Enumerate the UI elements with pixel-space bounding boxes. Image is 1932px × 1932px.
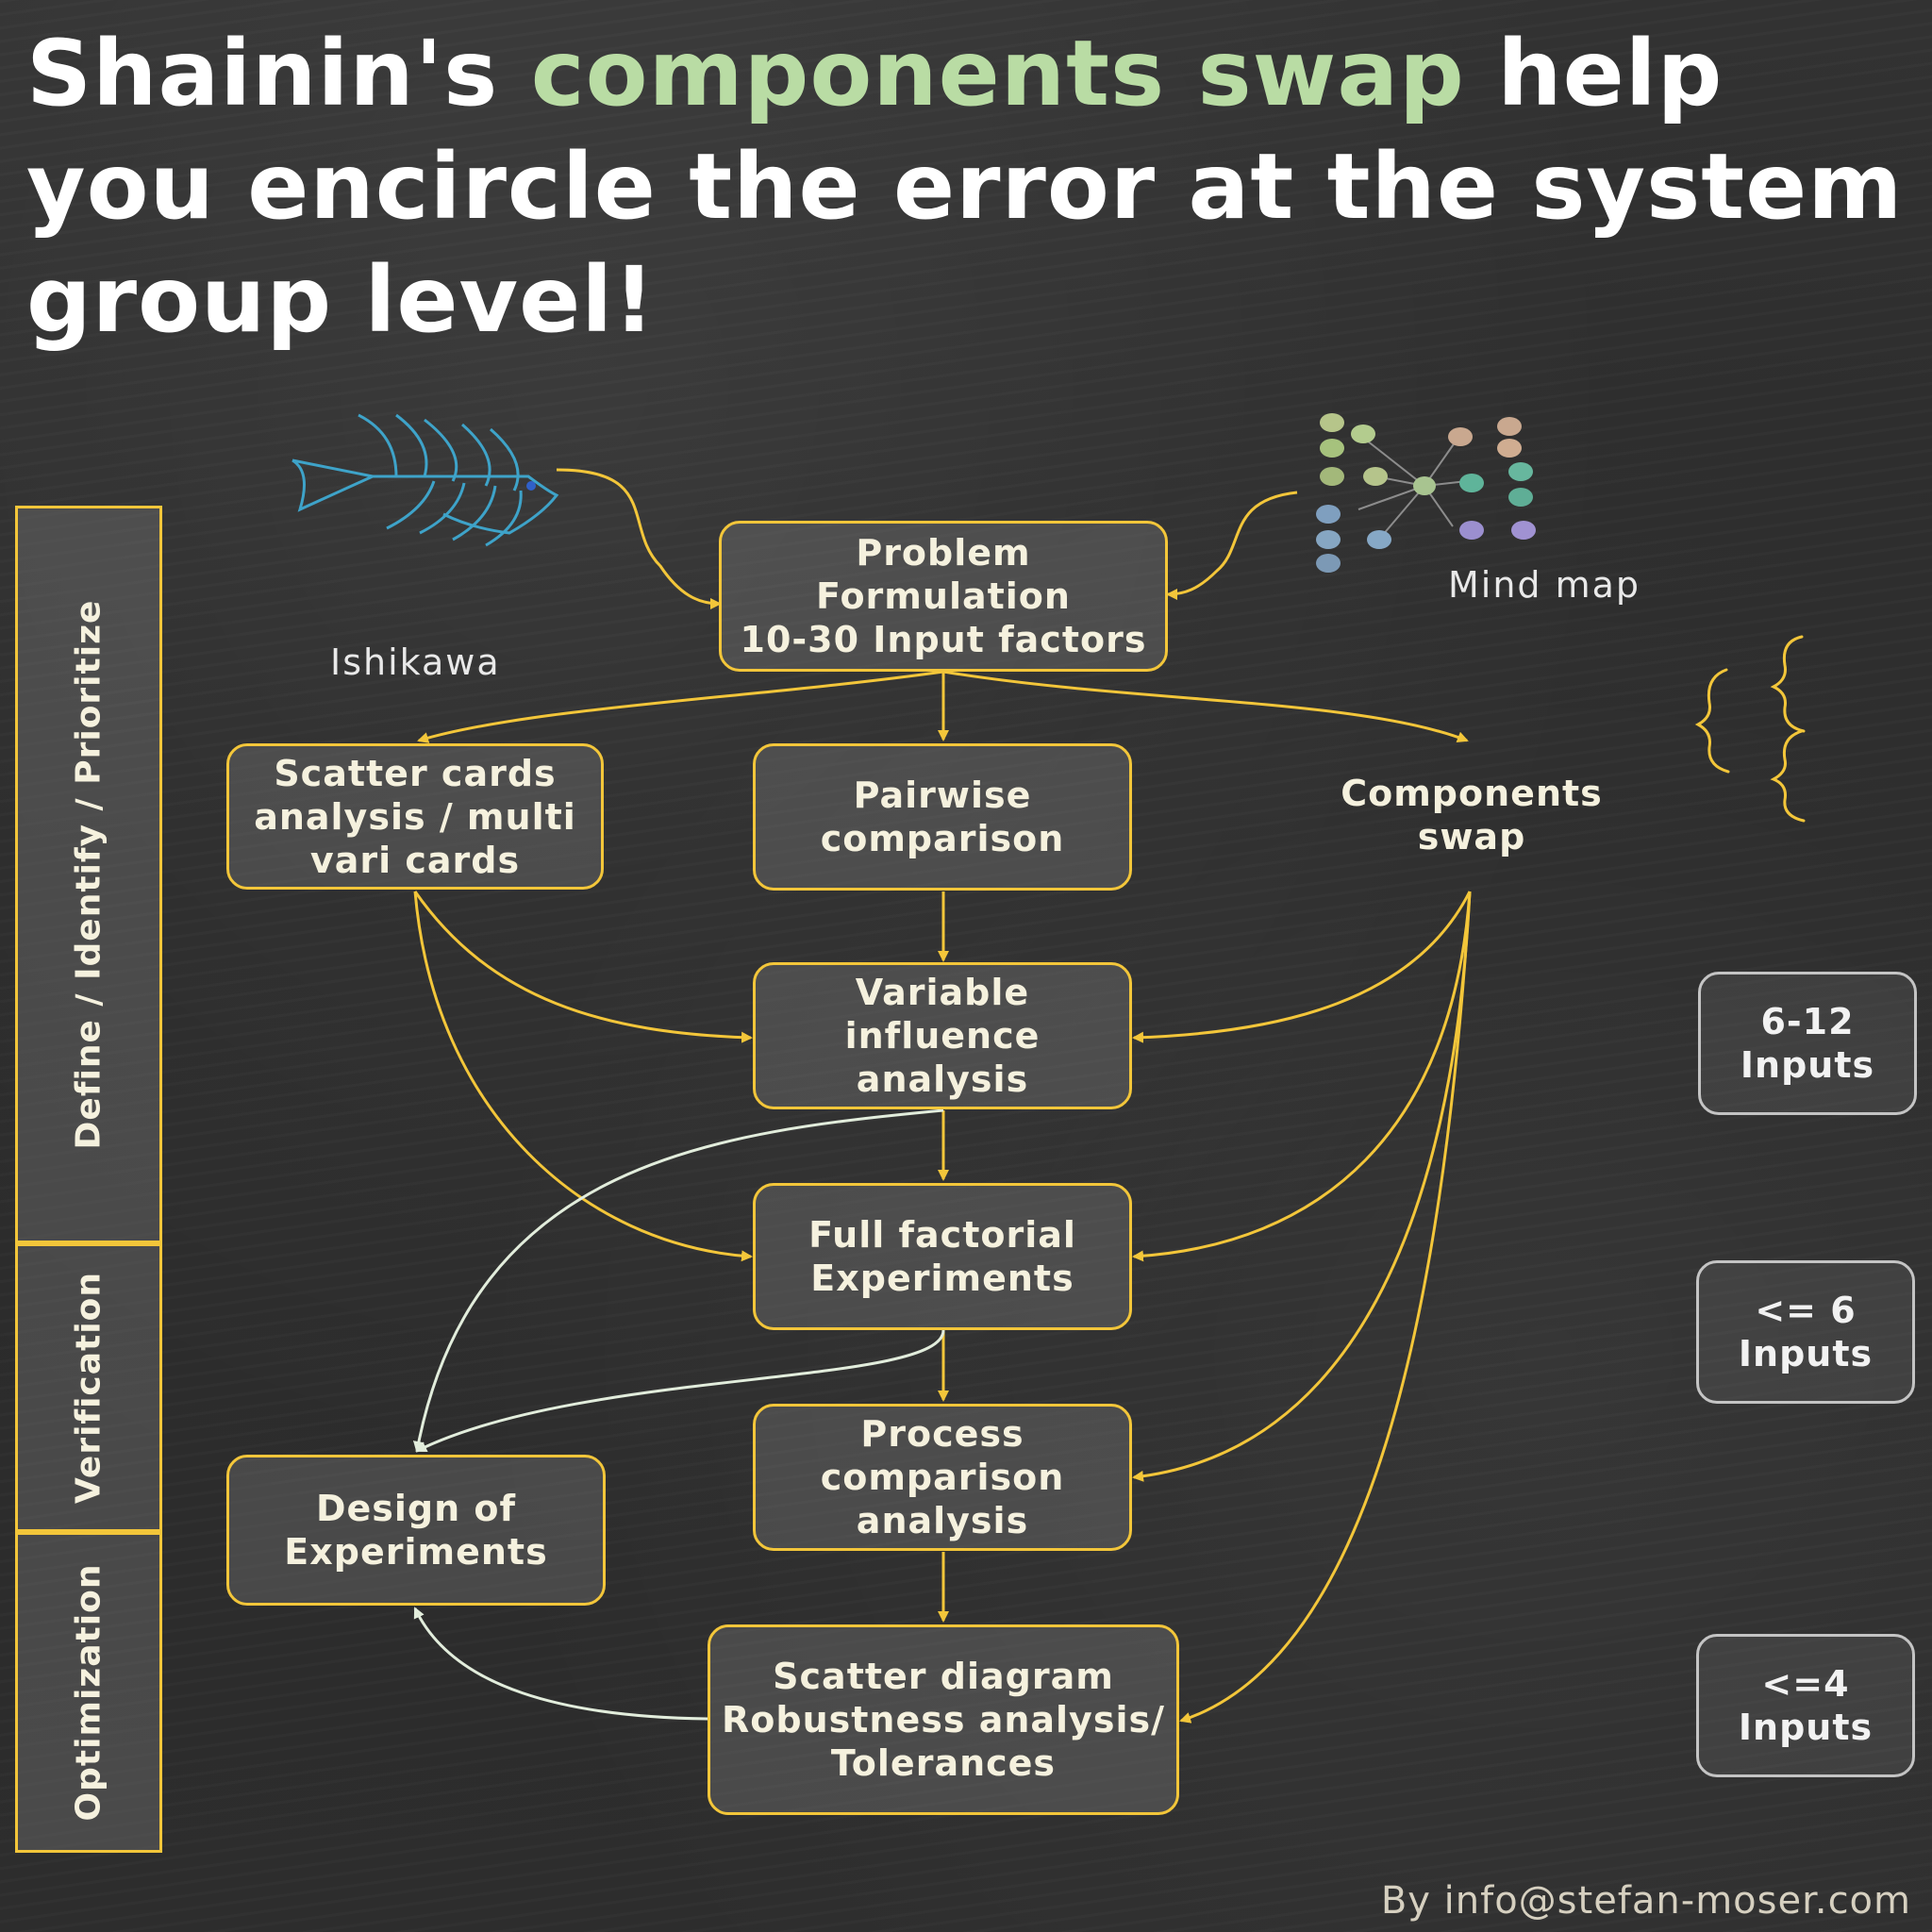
node-process-line-2: comparison bbox=[821, 1456, 1065, 1499]
node-problem-line-3: 10-30 Input factors bbox=[741, 618, 1147, 661]
node-problem-line-2: Formulation bbox=[741, 575, 1147, 618]
node-scatter-cards-line-2: analysis / multi bbox=[254, 795, 576, 839]
inputs-box-le-4: <=4 Inputs bbox=[1696, 1634, 1915, 1777]
node-scatter-cards-line-3: vari cards bbox=[254, 839, 576, 882]
node-full-factorial-line-1: Full factorial bbox=[808, 1213, 1076, 1257]
node-components-swap-line-2: swap bbox=[1321, 815, 1623, 858]
node-problem-line-1: Problem bbox=[741, 531, 1147, 575]
node-design-of-experiments: Design of Experiments bbox=[226, 1455, 606, 1606]
arrow-ishikawa-to-problem bbox=[557, 470, 720, 604]
node-full-factorial-line-2: Experiments bbox=[808, 1257, 1076, 1300]
mindmap-icon bbox=[1316, 413, 1536, 573]
inputs-box-6-12-line-2: Inputs bbox=[1740, 1043, 1874, 1087]
inputs-box-6-12-line-1: 6-12 bbox=[1740, 1000, 1874, 1043]
ishikawa-label: Ishikawa bbox=[330, 641, 501, 683]
inputs-box-le-4-line-2: Inputs bbox=[1739, 1706, 1873, 1749]
inputs-box-le-6: <= 6 Inputs bbox=[1696, 1260, 1915, 1404]
node-full-factorial: Full factorial Experiments bbox=[753, 1183, 1132, 1330]
node-pairwise-line-1: Pairwise bbox=[821, 774, 1065, 817]
node-scatter-cards-line-1: Scatter cards bbox=[254, 752, 576, 795]
node-variable-line-1: Variable bbox=[845, 971, 1041, 1014]
node-scatter-cards: Scatter cards analysis / multi vari card… bbox=[226, 743, 604, 890]
arrow-scatter-cards-to-full-factorial bbox=[415, 891, 751, 1257]
arrow-components-to-scatter-diagram bbox=[1181, 891, 1470, 1721]
phase-optimization: Optimization bbox=[15, 1532, 162, 1853]
phase-define: Define / Identify / Prioritize bbox=[15, 506, 162, 1243]
inputs-box-le-6-line-2: Inputs bbox=[1739, 1332, 1873, 1375]
inputs-box-6-12: 6-12 Inputs bbox=[1698, 972, 1917, 1115]
node-problem-formulation: Problem Formulation 10-30 Input factors bbox=[719, 521, 1168, 672]
node-scatter-diagram: Scatter diagram Robustness analysis/ Tol… bbox=[708, 1624, 1179, 1815]
node-pairwise-comparison: Pairwise comparison bbox=[753, 743, 1132, 891]
arrow-components-to-variable bbox=[1134, 891, 1470, 1038]
arrow-mindmap-to-problem bbox=[1168, 492, 1297, 594]
node-process-line-3: analysis bbox=[821, 1499, 1065, 1542]
node-process-comparison: Process comparison analysis bbox=[753, 1404, 1132, 1551]
node-variable-line-2: influence bbox=[845, 1014, 1041, 1058]
inputs-box-le-4-line-1: <=4 bbox=[1739, 1662, 1873, 1706]
node-scatter-diagram-line-1: Scatter diagram bbox=[722, 1655, 1165, 1698]
phase-verification-label: Verification bbox=[70, 1272, 108, 1504]
node-process-line-1: Process bbox=[821, 1412, 1065, 1456]
node-scatter-diagram-line-2: Robustness analysis/ bbox=[722, 1698, 1165, 1741]
fishbone-icon bbox=[292, 415, 557, 545]
inputs-box-le-6-line-1: <= 6 bbox=[1739, 1289, 1873, 1332]
node-scatter-diagram-line-3: Tolerances bbox=[722, 1741, 1165, 1785]
node-variable-influence: Variable influence analysis bbox=[753, 962, 1132, 1109]
node-doe-line-2: Experiments bbox=[284, 1530, 547, 1574]
author-credit: By info@stefan-moser.com bbox=[1381, 1879, 1911, 1923]
phase-verification: Verification bbox=[15, 1243, 162, 1532]
braces-icon bbox=[1698, 637, 1804, 821]
phase-optimization-label: Optimization bbox=[70, 1564, 108, 1822]
node-variable-line-3: analysis bbox=[845, 1058, 1041, 1101]
arrow-scatter-cards-to-variable bbox=[415, 891, 751, 1038]
node-components-swap: Components swap bbox=[1321, 772, 1623, 858]
mindmap-label: Mind map bbox=[1448, 564, 1641, 606]
arrow-problem-to-components-swap bbox=[943, 672, 1467, 741]
arrow-scatter-diagram-to-doe bbox=[415, 1608, 708, 1719]
node-components-swap-line-1: Components bbox=[1321, 772, 1623, 815]
phase-define-label: Define / Identify / Prioritize bbox=[70, 600, 108, 1150]
arrow-components-to-process bbox=[1134, 891, 1470, 1477]
node-doe-line-1: Design of bbox=[284, 1487, 547, 1530]
node-pairwise-line-2: comparison bbox=[821, 817, 1065, 860]
